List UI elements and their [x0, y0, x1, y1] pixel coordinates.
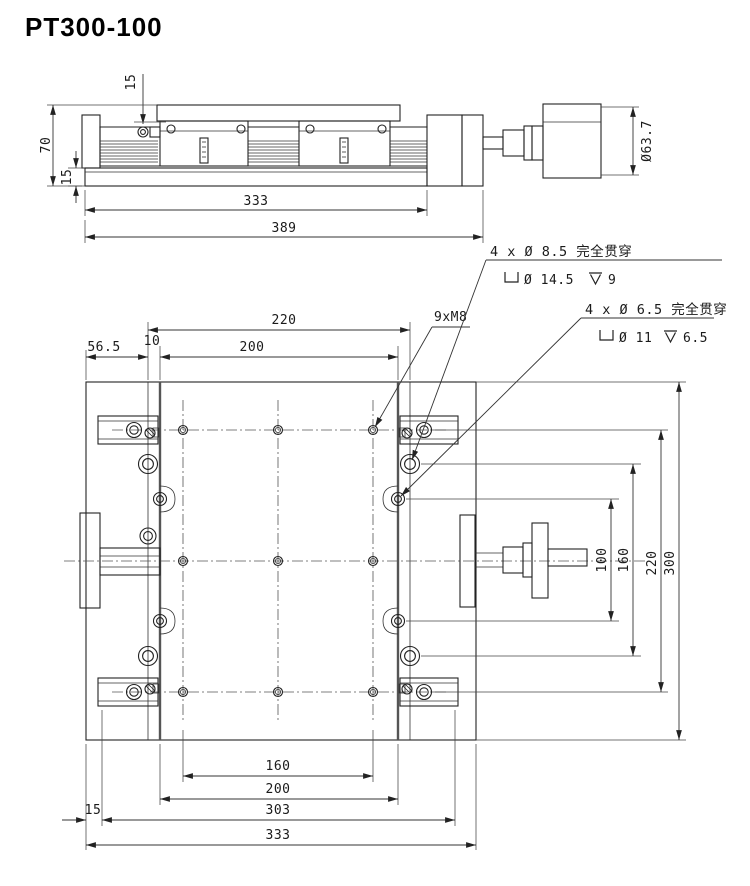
- dim-plan-303: 303: [102, 803, 455, 823]
- callout-m8: 9xM8: [374, 310, 470, 428]
- dim-side-15-base: 15: [60, 151, 85, 203]
- plan-pin-hole: [139, 527, 157, 545]
- svg-text:300: 300: [663, 551, 678, 576]
- plan-counterbore-85-holes: [137, 453, 421, 667]
- depth-symbol: [589, 272, 602, 286]
- dim-plan-100: 100: [595, 499, 614, 621]
- svg-text:Ø 14.5: Ø 14.5: [524, 273, 574, 288]
- counterbore-symbol: [599, 330, 614, 341]
- side-bearing-block-2: [298, 120, 391, 167]
- svg-text:200: 200: [240, 340, 265, 355]
- side-view: 15 70 15 333: [39, 74, 655, 243]
- dim-plan-220-vertical: 220: [645, 430, 664, 692]
- svg-text:15: 15: [85, 803, 102, 818]
- dim-side-389: 389: [84, 190, 484, 243]
- svg-text:15: 15: [60, 169, 75, 186]
- counterbore-symbol: [504, 272, 519, 283]
- svg-text:70: 70: [39, 137, 54, 154]
- dim-plan-56: 56.5: [86, 340, 148, 360]
- side-limit-sensor: [137, 126, 161, 138]
- svg-text:6.5: 6.5: [683, 331, 708, 346]
- svg-text:100: 100: [595, 548, 610, 573]
- plan-counterbore-65-holes: [152, 485, 406, 635]
- dim-plan-160-bottom: 160: [183, 759, 373, 779]
- dim-plan-333: 333: [86, 828, 476, 848]
- svg-text:4 x Ø 8.5 完全贯穿: 4 x Ø 8.5 完全贯穿: [490, 243, 632, 260]
- side-base-plate: [84, 167, 428, 187]
- svg-text:10: 10: [144, 334, 161, 349]
- svg-text:9xM8: 9xM8: [434, 310, 467, 325]
- side-coupling: [482, 125, 533, 161]
- side-motor-mount: [461, 114, 484, 187]
- callout-counterbore-65: 4 x Ø 6.5 完全贯穿 Ø 11 6.5: [400, 301, 727, 497]
- part-number-title: PT300-100: [25, 12, 163, 42]
- plan-left-end-block: [79, 512, 161, 609]
- side-table-plate: [156, 104, 401, 122]
- dim-side-70: 70: [39, 104, 157, 187]
- dim-side-333: 333: [84, 190, 428, 216]
- side-left-end-block: [81, 114, 101, 169]
- svg-text:220: 220: [645, 551, 660, 576]
- svg-text:9: 9: [608, 273, 616, 288]
- plan-right-extension-lines: [406, 381, 686, 741]
- svg-text:56.5: 56.5: [87, 340, 120, 355]
- side-rail-stripes: [100, 140, 427, 163]
- side-bearing-block-1: [159, 120, 249, 167]
- dim-plan-300: 300: [663, 382, 682, 740]
- depth-symbol: [664, 330, 677, 344]
- plan-center-lines: [64, 400, 648, 722]
- svg-text:160: 160: [266, 759, 291, 774]
- side-body-extrusion: [99, 126, 428, 167]
- dim-plan-200-bottom: 200: [160, 782, 398, 802]
- svg-text:160: 160: [617, 548, 632, 573]
- plan-rail-top-left: [97, 415, 160, 445]
- svg-text:Ø63.7: Ø63.7: [640, 120, 655, 162]
- plan-rail-bottom-left: [97, 677, 160, 707]
- svg-text:15: 15: [124, 74, 139, 91]
- side-end-bearing-block: [426, 114, 463, 187]
- plan-motor-assembly: [459, 514, 588, 608]
- plan-m8-hole-grid: [177, 424, 379, 698]
- callout-counterbore-85: 4 x Ø 8.5 完全贯穿 Ø 14.5 9: [411, 243, 722, 461]
- dim-plan-220-top: 220: [148, 313, 410, 333]
- dim-side-motor-diameter: Ø63.7: [601, 106, 655, 176]
- dim-plan-10: 10: [144, 334, 161, 349]
- svg-text:Ø 11: Ø 11: [619, 331, 652, 346]
- dim-plan-160-vertical: 160: [617, 464, 636, 656]
- side-motor: [531, 103, 602, 179]
- plan-bottom-extension-lines: [85, 710, 477, 850]
- svg-text:333: 333: [266, 828, 291, 843]
- dim-plan-15: 15: [62, 803, 102, 823]
- svg-text:220: 220: [272, 313, 297, 328]
- svg-text:200: 200: [266, 782, 291, 797]
- dim-side-15-top: 15: [124, 74, 166, 124]
- plan-view: 100 160 220 300: [62, 313, 686, 850]
- svg-text:303: 303: [266, 803, 291, 818]
- svg-text:333: 333: [244, 194, 269, 209]
- dim-plan-200-top: 200: [160, 340, 398, 360]
- svg-text:4 x Ø 6.5 完全贯穿: 4 x Ø 6.5 完全贯穿: [585, 301, 727, 318]
- svg-text:389: 389: [272, 221, 297, 236]
